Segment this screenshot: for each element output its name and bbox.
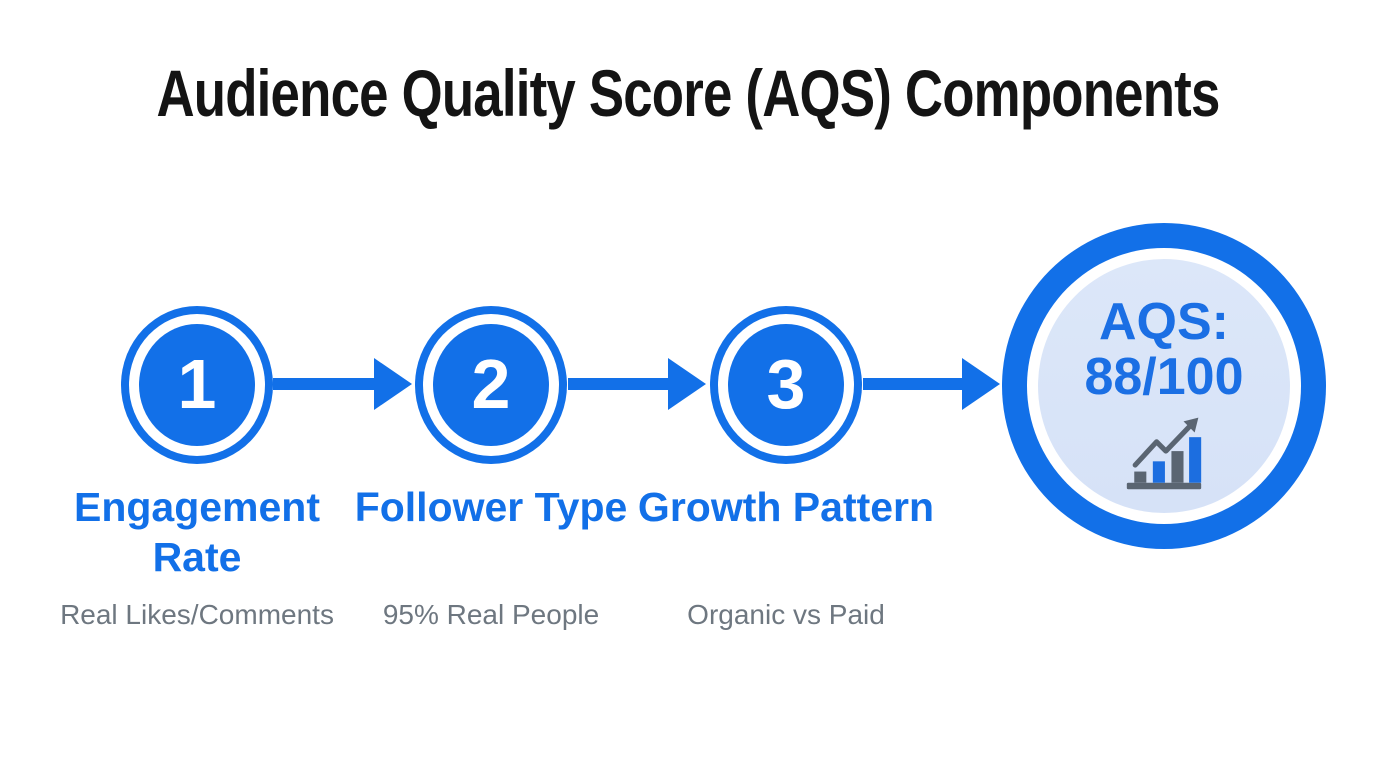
step-1-sublabel: Real Likes/Comments: [60, 599, 334, 630]
aqs-result-inner: AQS: 88/100: [1038, 259, 1290, 513]
page-title: Audience Quality Score (AQS) Components: [156, 56, 1220, 130]
step-2-number: 2: [471, 345, 511, 423]
arrow-2-head: [668, 358, 706, 410]
aqs-score-value: 88/100: [1084, 347, 1244, 406]
arrow-3-head: [962, 358, 1000, 410]
step-3-core: 3: [728, 324, 844, 446]
step-3-circle: 3: [710, 306, 862, 464]
aqs-score-label: AQS:: [1099, 292, 1229, 351]
step-2-core: 2: [433, 324, 549, 446]
step-2-label: Follower Type: [354, 484, 628, 530]
step-1-circle: 1: [121, 306, 273, 464]
step-1-number: 1: [177, 345, 217, 423]
step-3-sublabel: Organic vs Paid: [687, 599, 885, 630]
arrow-1-head: [374, 358, 412, 410]
aqs-result-circle: AQS: 88/100: [1002, 223, 1326, 549]
step-2-sublabel: 95% Real People: [382, 599, 600, 630]
step-3-label: Growth Pattern: [637, 484, 935, 530]
bar-chart-trend-icon: [1126, 417, 1202, 489]
step-2-circle: 2: [415, 306, 567, 464]
step-1-label: Engagement Rate: [73, 484, 321, 580]
arrow-2-shaft: [568, 378, 668, 390]
arrow-3-shaft: [863, 378, 962, 390]
step-3-number: 3: [766, 345, 806, 423]
step-1-core: 1: [139, 324, 255, 446]
arrow-1-shaft: [273, 378, 374, 390]
